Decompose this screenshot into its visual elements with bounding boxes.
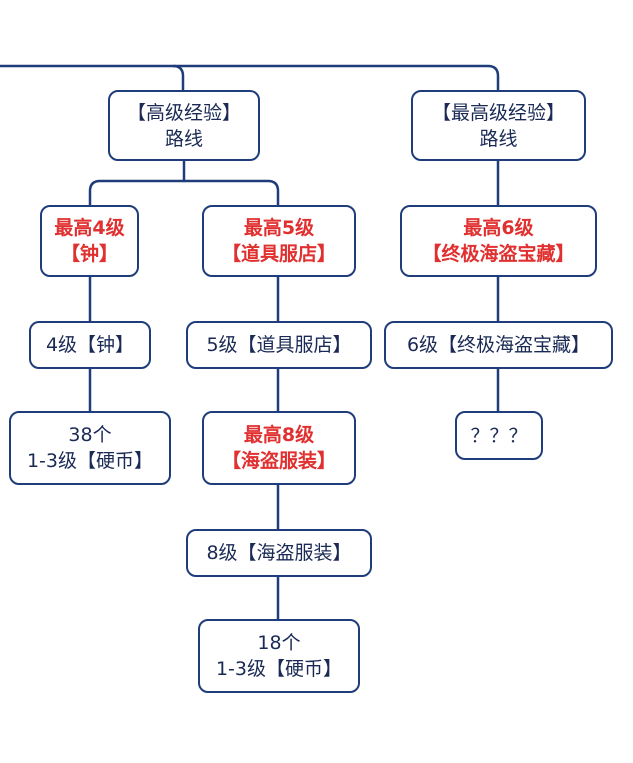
coins-38-line1: 38个 <box>68 424 112 446</box>
lv6-treasure-node: 6级【终极海盗宝藏】 <box>384 321 613 369</box>
max4-bell-line2: 【钟】 <box>60 243 118 265</box>
coins-18-line1: 18个 <box>257 632 301 654</box>
lv8-costume-node: 8级【海盗服装】 <box>186 529 372 577</box>
max6-treasure-line2: 【终极海盗宝藏】 <box>422 243 575 265</box>
max4-bell-node: 最高4级 【钟】 <box>40 205 139 277</box>
max8-costume-line2: 【海盗服装】 <box>221 450 336 472</box>
route-high-exp: 【高级经验】 路线 <box>108 90 260 161</box>
lv6-treasure-text: 6级【终极海盗宝藏】 <box>406 334 591 356</box>
coins-38-node: 38个 1-3级【硬币】 <box>9 411 171 485</box>
lv5-shop-node: 5级【道具服店】 <box>186 321 372 369</box>
lv8-costume-text: 8级【海盗服装】 <box>206 542 352 564</box>
route-top-exp-line1: 【最高级经验】 <box>431 101 565 124</box>
bus-to-top-route <box>173 64 500 92</box>
coins-38-line2: 1-3级【硬币】 <box>26 450 154 472</box>
lv5-shop-text: 5级【道具服店】 <box>206 334 352 356</box>
max5-shop-node: 最高5级 【道具服店】 <box>202 205 356 277</box>
route-high-exp-line1: 【高级经验】 <box>126 101 241 124</box>
max4-bell-line1: 最高4级 <box>54 217 125 239</box>
max8-costume-line1: 最高8级 <box>243 424 315 446</box>
high-route-branch <box>88 179 280 206</box>
unknown-text: ？？？ <box>470 424 528 447</box>
max6-treasure-line1: 最高6级 <box>463 217 534 239</box>
route-top-exp-line2: 路线 <box>479 127 518 150</box>
unknown-node: ？？？ <box>455 411 543 460</box>
max5-shop-line2: 【道具服店】 <box>221 243 336 265</box>
route-high-exp-line2: 路线 <box>164 127 203 150</box>
coins-18-line2: 1-3级【硬币】 <box>215 658 343 680</box>
lv4-bell-text: 4级【钟】 <box>45 334 135 356</box>
route-top-exp: 【最高级经验】 路线 <box>411 90 586 161</box>
max8-costume-node: 最高8级 【海盗服装】 <box>202 411 356 485</box>
top-bus-line <box>0 64 185 92</box>
max6-treasure-node: 最高6级 【终极海盗宝藏】 <box>400 205 597 277</box>
max5-shop-line1: 最高5级 <box>243 217 315 239</box>
coins-18-node: 18个 1-3级【硬币】 <box>198 619 360 693</box>
lv4-bell-node: 4级【钟】 <box>29 321 151 369</box>
